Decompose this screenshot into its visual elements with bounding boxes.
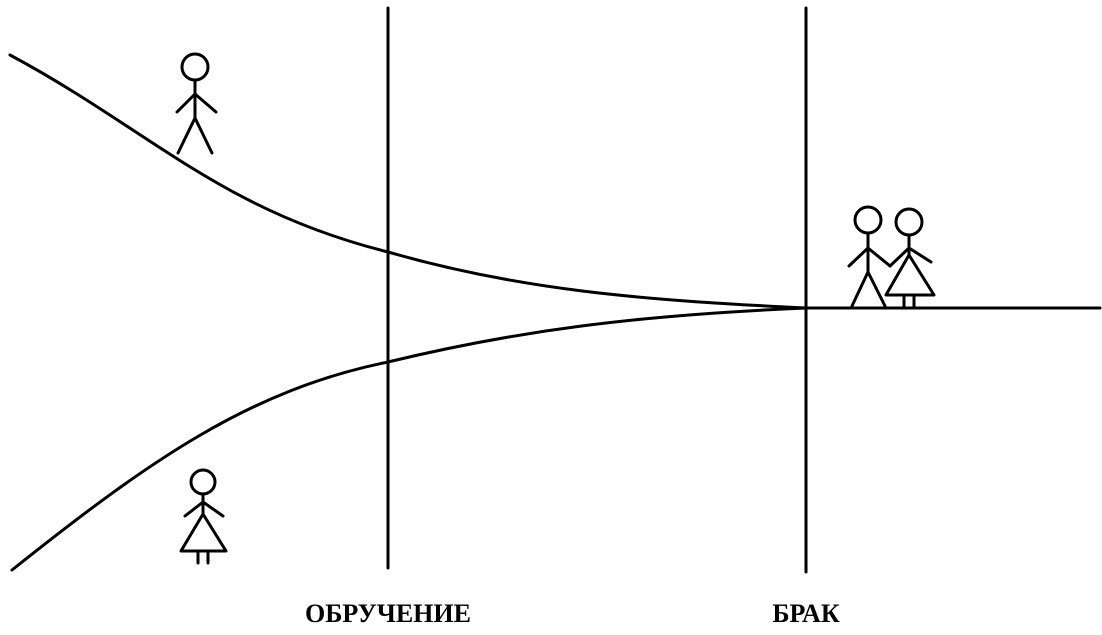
marriage-label: БРАК (772, 599, 840, 628)
couple-man-icon (847, 205, 892, 308)
woman-icon (179, 468, 228, 565)
man-path-curve (8, 53, 808, 310)
couple-woman-icon (884, 207, 936, 308)
engagement-label: ОБРУЧЕНИЕ (305, 599, 471, 628)
man-icon (175, 52, 218, 155)
couple-icon (847, 205, 936, 308)
woman-path-curve (10, 306, 808, 572)
